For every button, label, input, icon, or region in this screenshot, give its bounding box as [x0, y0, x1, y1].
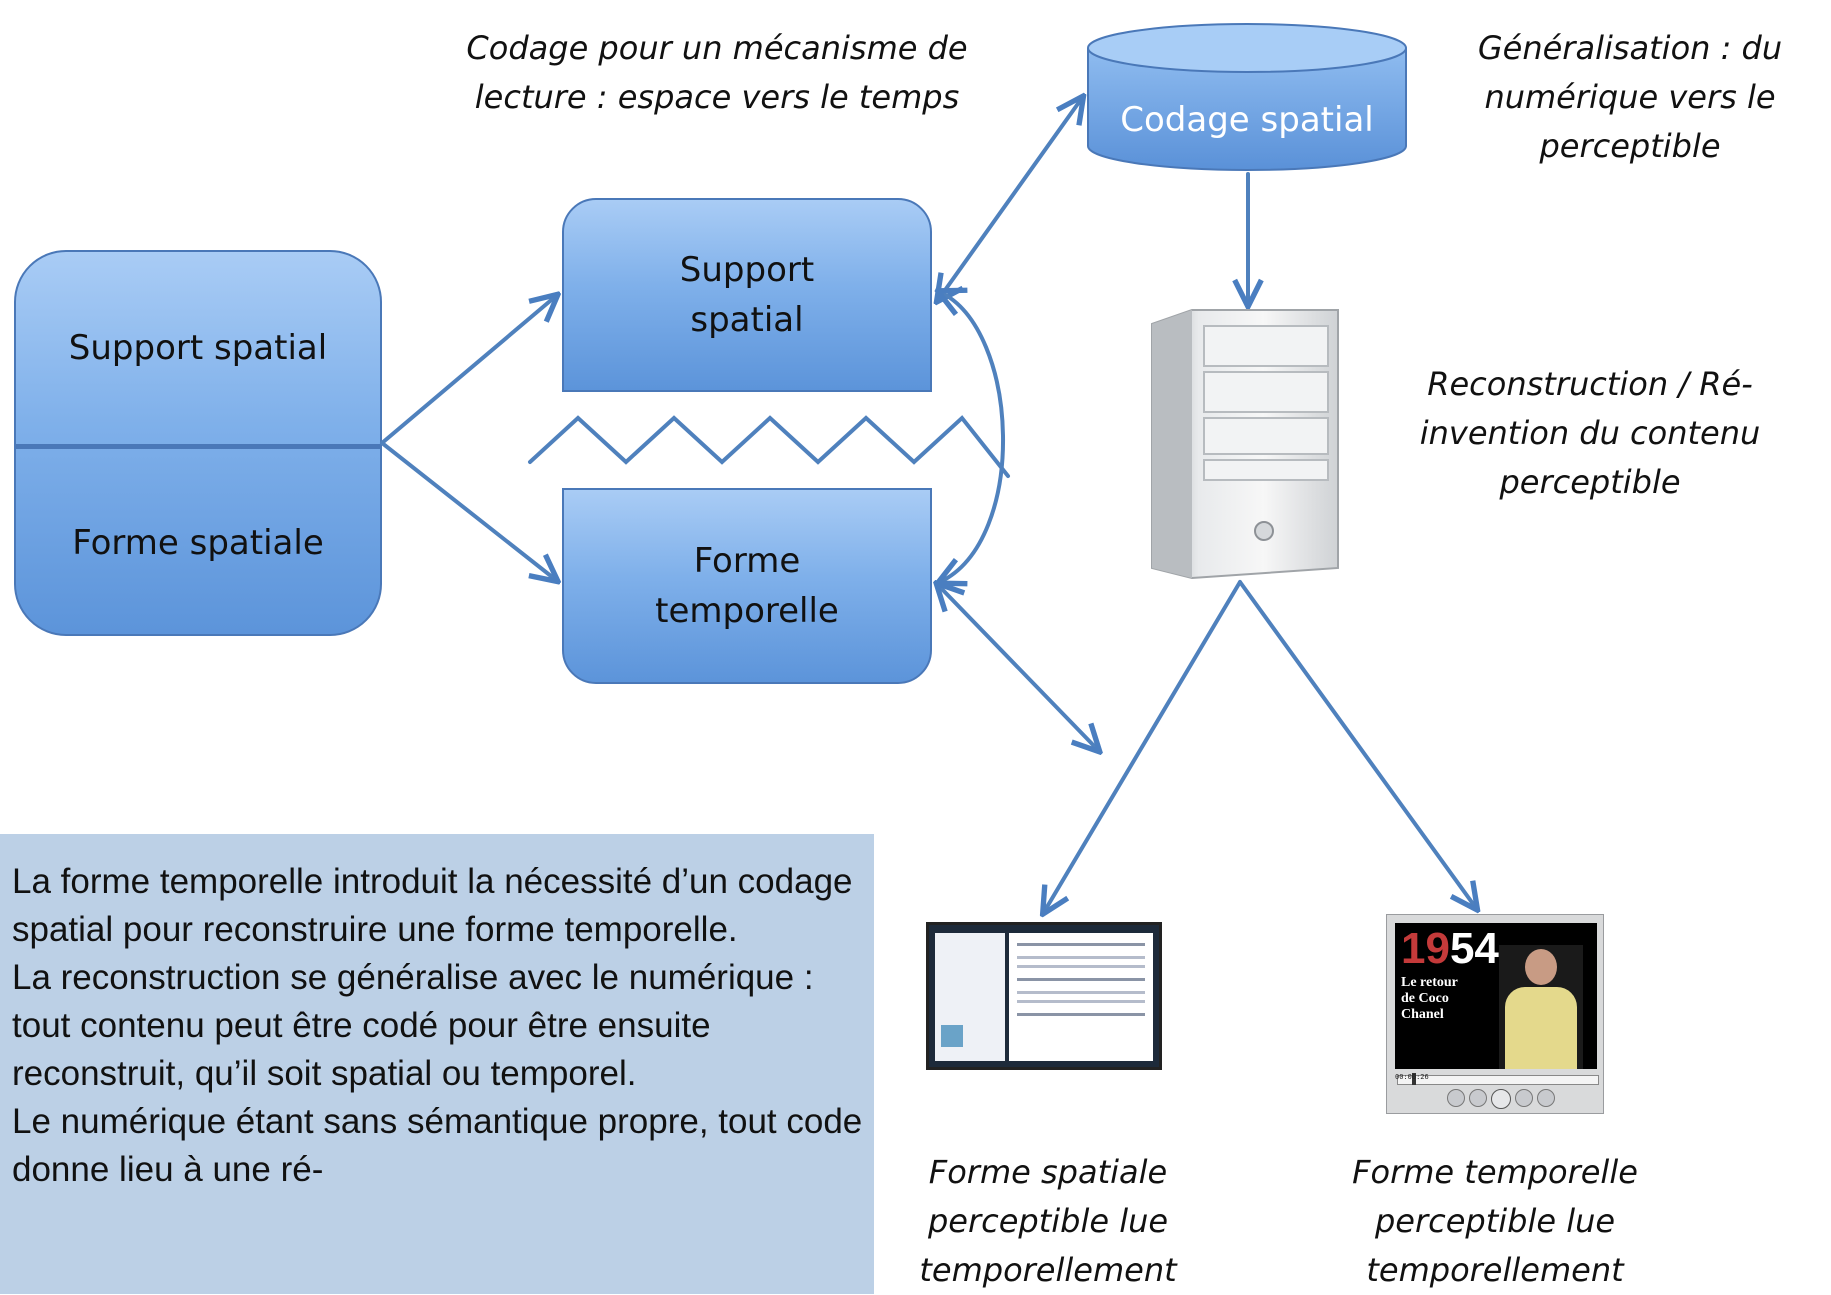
left-top-label: Support spatial: [68, 328, 328, 368]
computer-tower-icon: [1151, 309, 1339, 580]
explanation-box: La forme temporelle introduit la nécessi…: [0, 834, 874, 1294]
explanation-paragraph-1: La forme temporelle introduit la nécessi…: [12, 862, 853, 949]
explanation-paragraph-2: La reconstruction se généralise avec le …: [12, 958, 814, 1093]
video-time: 00:00:26: [1395, 1073, 1429, 1081]
video-controls: [1447, 1089, 1555, 1109]
video-presenter: [1499, 945, 1583, 1069]
play-icon[interactable]: [1491, 1089, 1511, 1109]
video-title: Le retour de Coco Chanel: [1401, 975, 1458, 1022]
cylinder-label: Codage spatial: [1120, 100, 1374, 140]
caption-spatial-output: Forme spatiale perceptible lue temporell…: [919, 1153, 1177, 1289]
arrow-tower-to-spatial-thumb: [1044, 580, 1242, 912]
video-progress-bar[interactable]: [1397, 1073, 1599, 1085]
cylinder-shape: [1087, 23, 1407, 171]
skip-forward-icon[interactable]: [1537, 1089, 1555, 1107]
left-bottom-label: Forme spatiale: [72, 522, 324, 563]
support-spatial-label: Support spatial: [679, 250, 815, 340]
forme-temporelle-box: Forme temporelle: [562, 488, 932, 684]
forme-temporelle-label: Forme temporelle: [655, 541, 839, 631]
caption-reconstruction: Reconstruction / Ré-invention du contenu…: [1419, 365, 1761, 501]
video-frame: 1954 Le retour de Coco Chanel: [1395, 923, 1597, 1069]
arrow-support-cylinder: [938, 98, 1082, 300]
thumbnail-content-panel: [1009, 933, 1153, 1061]
curved-feedback-arrow: [940, 292, 1005, 582]
support-spatial-box: Support spatial: [562, 198, 932, 392]
arrow-tower-to-temporal-thumb: [1238, 580, 1476, 908]
temporal-form-thumbnail: 1954 Le retour de Coco Chanel 00:00:26: [1386, 914, 1604, 1114]
spatial-support-form-box: Support spatial Forme spatiale: [14, 250, 382, 636]
caption-generalisation: Généralisation : du numérique vers le pe…: [1477, 29, 1783, 165]
thumbnail-image-icon: [941, 1025, 963, 1047]
skip-back-icon[interactable]: [1447, 1089, 1465, 1107]
arrow-left-to-forme: [380, 441, 556, 580]
split-divider: [16, 444, 380, 449]
arrow-left-to-support: [380, 296, 556, 445]
spatial-form-thumbnail: [926, 922, 1162, 1070]
explanation-paragraph-3: Le numérique étant sans sémantique propr…: [12, 1102, 863, 1189]
caption-temporal-output: Forme temporelle perceptible lue tempore…: [1352, 1153, 1638, 1289]
fast-forward-icon[interactable]: [1515, 1089, 1533, 1107]
arrow-forme-to-monitor: [938, 585, 1098, 750]
caption-reading-mechanism: Codage pour un mécanisme de lecture : es…: [466, 29, 968, 116]
video-year-red: 19: [1401, 924, 1450, 973]
rewind-icon[interactable]: [1469, 1089, 1487, 1107]
zigzag-separator: [528, 415, 1010, 478]
video-year-white: 54: [1449, 924, 1499, 973]
